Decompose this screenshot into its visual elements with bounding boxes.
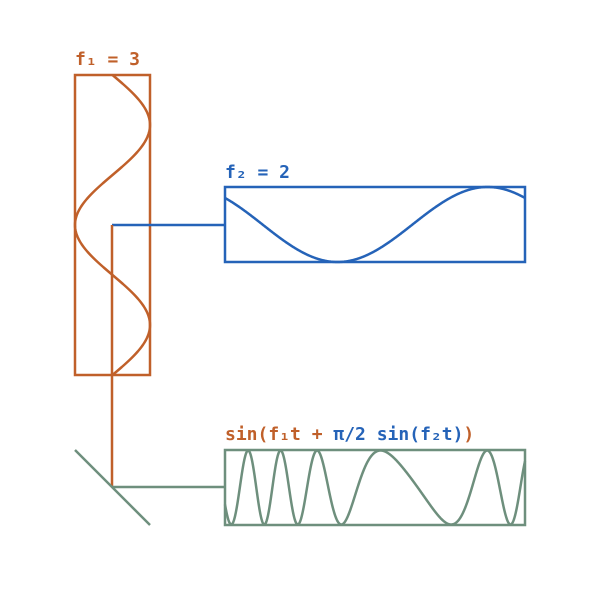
formula-part-plus: +	[301, 424, 334, 445]
formula-part-close: )	[463, 424, 474, 445]
combined-formula-label: sin(f₁t + π/2 sin(f₂t))	[225, 424, 474, 445]
mirror-line	[74, 449, 151, 526]
combined-fm-wave	[223, 449, 527, 526]
f2-sine-wave	[224, 185, 526, 264]
combined-box	[223, 448, 527, 527]
f2-label: f₂ = 2	[225, 162, 290, 183]
f1-sine-wave	[73, 74, 152, 376]
formula-part-sin-f1t: sin(f₁t	[225, 424, 301, 445]
formula-part-inner: π/2 sin(f₂t)	[333, 424, 463, 445]
f1-label: f₁ = 3	[75, 49, 140, 70]
